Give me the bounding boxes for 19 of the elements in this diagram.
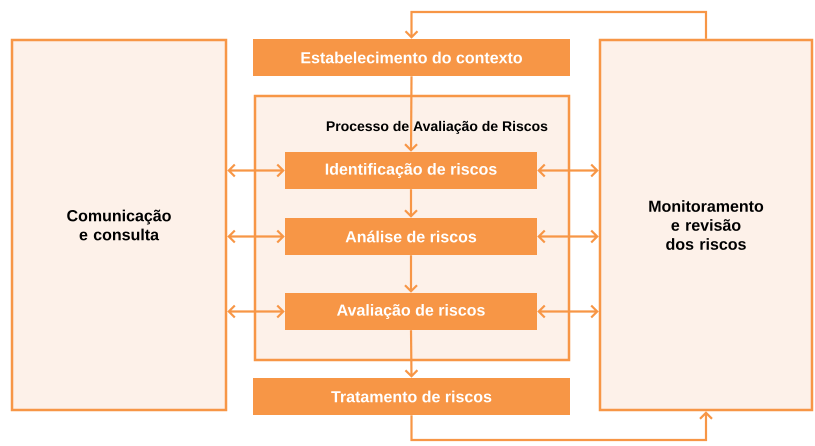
- process-box: Tratamento de riscos: [253, 378, 570, 415]
- arrow: [404, 255, 418, 293]
- arrow: [537, 230, 599, 244]
- arrow: [227, 230, 285, 244]
- process-box: Análise de riscos: [285, 218, 537, 255]
- arrow: [227, 304, 285, 318]
- side-box: Comunicação e consulta: [10, 38, 228, 412]
- arrow: [404, 76, 418, 152]
- side-box: Monitoramento e revisão dos riscos: [598, 38, 814, 412]
- arrow: [227, 164, 285, 178]
- process-box: Estabelecimento do contexto: [253, 39, 570, 76]
- arrow: [537, 164, 599, 178]
- arrow: [404, 189, 418, 218]
- arrow: [404, 330, 418, 378]
- process-box: Identificação de riscos: [285, 152, 537, 189]
- process-box: Avaliação de riscos: [285, 293, 537, 330]
- arrow: [410, 411, 713, 442]
- arrow: [537, 304, 599, 318]
- arrow: [404, 10, 708, 39]
